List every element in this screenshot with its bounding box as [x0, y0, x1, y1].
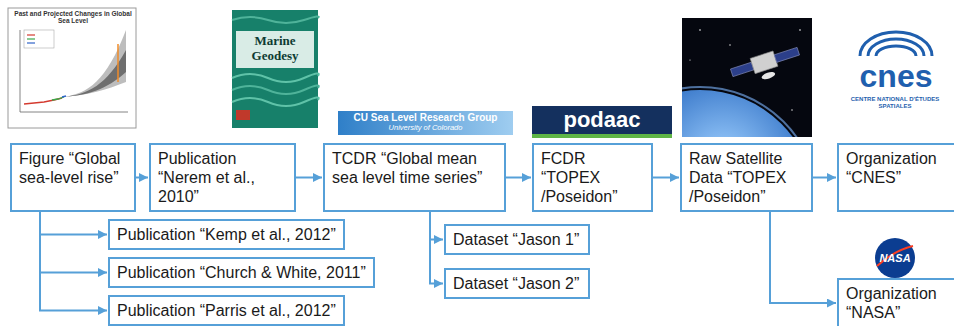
box-text: Publication “Parris et al., 2012” [117, 301, 336, 320]
cnes-swirl [860, 32, 932, 56]
flow-arrow [136, 177, 148, 179]
legend-line [27, 34, 35, 35]
chart-thumbnail [8, 8, 136, 128]
legend-line [27, 42, 35, 43]
process-box: Figure “Global sea-level rise” [10, 143, 136, 212]
box-text: Dataset “Jason 1” [453, 230, 581, 249]
branch-connector [40, 212, 107, 311]
box-text: Organization “CNES” [846, 149, 953, 187]
atmosphere [682, 87, 812, 137]
process-box: Raw Satellite Data “TOPEX /Poseidon” [680, 143, 813, 212]
process-box: TCDR “Global mean sea level time series” [323, 143, 506, 212]
nasa-wordmark: NASA [873, 252, 917, 264]
star [791, 109, 792, 110]
box-text: Dataset “Jason 2” [453, 274, 581, 293]
box-text: Publication “Kemp et al., 2012” [117, 225, 336, 244]
chart-axis [20, 30, 21, 112]
branch-box: Publication “Church & White, 2011” [108, 257, 375, 288]
university-name: University of Colorado [340, 124, 511, 132]
podaac-logo [532, 106, 672, 138]
podaac-wordmark: podaac [536, 109, 668, 131]
branch-connector [430, 212, 443, 240]
star [799, 29, 801, 31]
satellite-line [62, 96, 66, 97]
box-text: Figure “Global sea-level rise” [19, 149, 127, 187]
podaac-accent [532, 134, 672, 138]
cnes-swirl [876, 46, 916, 56]
chart-axis [20, 112, 128, 113]
star [699, 29, 701, 31]
wave-texture [232, 85, 319, 94]
antenna-dish [761, 71, 776, 81]
solar-panel [774, 47, 799, 62]
process-box: Publication “Nerem et al., 2010” [149, 143, 296, 212]
cover-panel [236, 31, 314, 68]
branch-box: Organization “NASA” [837, 278, 954, 326]
branch-box: Publication “Parris et al., 2012” [108, 295, 345, 326]
cnes-fullname: CENTRE NATIONAL D'ÉTUDES SPATIALES [838, 96, 952, 110]
branch-box: Dataset “Jason 2” [444, 268, 590, 299]
box-text: TCDR “Global mean sea level time series” [332, 149, 497, 187]
satellite-body [750, 51, 778, 74]
group-name: CU Sea Level Research Group [340, 112, 511, 123]
projection-band [64, 30, 126, 97]
flow-arrow [296, 177, 322, 179]
publisher-mark [236, 110, 250, 120]
wave-texture [232, 73, 319, 82]
group-banner [338, 111, 513, 135]
branch-box: Publication “Kemp et al., 2012” [108, 219, 345, 250]
projection-range [117, 44, 119, 82]
projection-band [64, 50, 126, 97]
cnes-swirl [868, 39, 924, 56]
flow-arrow [813, 177, 836, 179]
branch-connector [430, 212, 443, 284]
star [729, 44, 730, 45]
box-text: Publication “Nerem et al., 2010” [158, 149, 287, 206]
branch-connector [40, 212, 107, 273]
chart-title: Past and Projected Changes in Global Sea… [12, 10, 134, 24]
branch-connector [40, 212, 107, 235]
flow-arrow [506, 177, 531, 179]
solar-panel [730, 62, 753, 76]
box-text: Publication “Church & White, 2011” [117, 263, 366, 282]
process-box: Organization “CNES” [837, 143, 954, 212]
box-text: Raw Satellite Data “TOPEX /Poseidon” [689, 149, 804, 206]
journal-title: Marine Geodesy [238, 34, 312, 64]
wave-texture [232, 97, 319, 106]
process-box: FCDR “TOPEX /Poseidon” [532, 143, 653, 212]
cnes-wordmark: cnes [848, 60, 944, 92]
branch-box: Dataset “Jason 1” [444, 224, 590, 255]
legend-line [27, 38, 35, 39]
flow-arrow [653, 177, 679, 179]
box-text: Organization “NASA” [846, 284, 953, 322]
star [689, 59, 690, 60]
wave-texture [232, 16, 319, 23]
branch-connector [770, 212, 836, 303]
box-text: FCDR “TOPEX /Poseidon” [541, 149, 644, 206]
chart-legend-box [24, 30, 54, 48]
journal-cover [232, 10, 318, 128]
